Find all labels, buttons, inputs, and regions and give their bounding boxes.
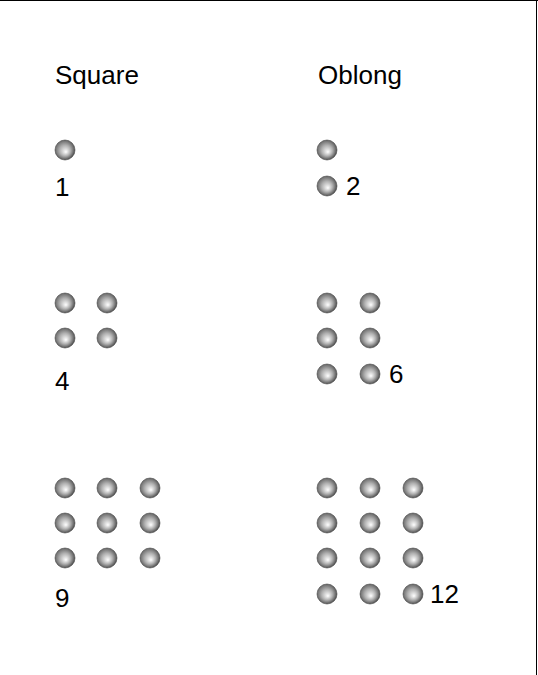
pebble: [55, 140, 75, 160]
pebble: [55, 548, 75, 568]
pebble: [360, 328, 380, 348]
pebble: [317, 140, 337, 160]
pebble: [360, 584, 380, 604]
column-heading: Oblong: [318, 60, 402, 90]
pebble: [97, 328, 117, 348]
pebble: [317, 478, 337, 498]
number-label: 4: [55, 366, 69, 396]
pebble: [317, 176, 337, 196]
number-label: 9: [55, 583, 69, 613]
pebble: [97, 513, 117, 533]
frame-line: [0, 0, 538, 1]
pebble: [140, 478, 160, 498]
pebble: [403, 548, 423, 568]
column-heading: Square: [55, 60, 139, 90]
pebble: [360, 548, 380, 568]
frame-line: [536, 0, 537, 675]
number-label: 1: [55, 172, 69, 202]
pebble: [317, 293, 337, 313]
pebble: [97, 478, 117, 498]
number-label: 12: [430, 579, 459, 609]
pebble: [317, 513, 337, 533]
pebble: [55, 293, 75, 313]
pebble: [140, 513, 160, 533]
number-label: 2: [346, 171, 360, 201]
pebble: [403, 584, 423, 604]
pebble: [55, 478, 75, 498]
pebble: [403, 478, 423, 498]
pebble: [317, 364, 337, 384]
pebble: [360, 364, 380, 384]
pebble-group: [55, 140, 423, 604]
pebble: [403, 513, 423, 533]
pebble: [140, 548, 160, 568]
pebble: [360, 478, 380, 498]
pebble: [97, 548, 117, 568]
pebble: [55, 328, 75, 348]
pebble: [97, 293, 117, 313]
pebble: [317, 328, 337, 348]
number-label: 6: [389, 359, 403, 389]
pebble: [360, 293, 380, 313]
pebble: [360, 513, 380, 533]
pebble: [55, 513, 75, 533]
pebble: [317, 548, 337, 568]
pebble: [317, 584, 337, 604]
